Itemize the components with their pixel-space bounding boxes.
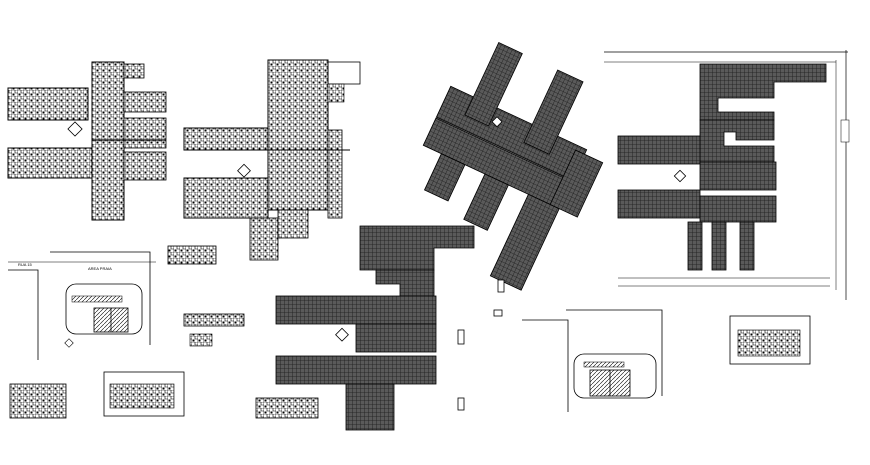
hatched-plan-dimensioned xyxy=(604,50,850,300)
floor-plan-1 xyxy=(7,61,167,221)
floor-plan-2 xyxy=(183,59,361,261)
label-area-praia: AREA PRAIA xyxy=(88,266,112,271)
site-plan-left: RUA 15 AREA PRAIA xyxy=(8,251,156,360)
site-plan-right xyxy=(522,309,663,412)
hatched-plan-rotated xyxy=(422,41,604,291)
small-details xyxy=(9,245,811,419)
label-rua: RUA 15 xyxy=(18,262,33,267)
hatched-plan-bottom xyxy=(275,225,475,431)
